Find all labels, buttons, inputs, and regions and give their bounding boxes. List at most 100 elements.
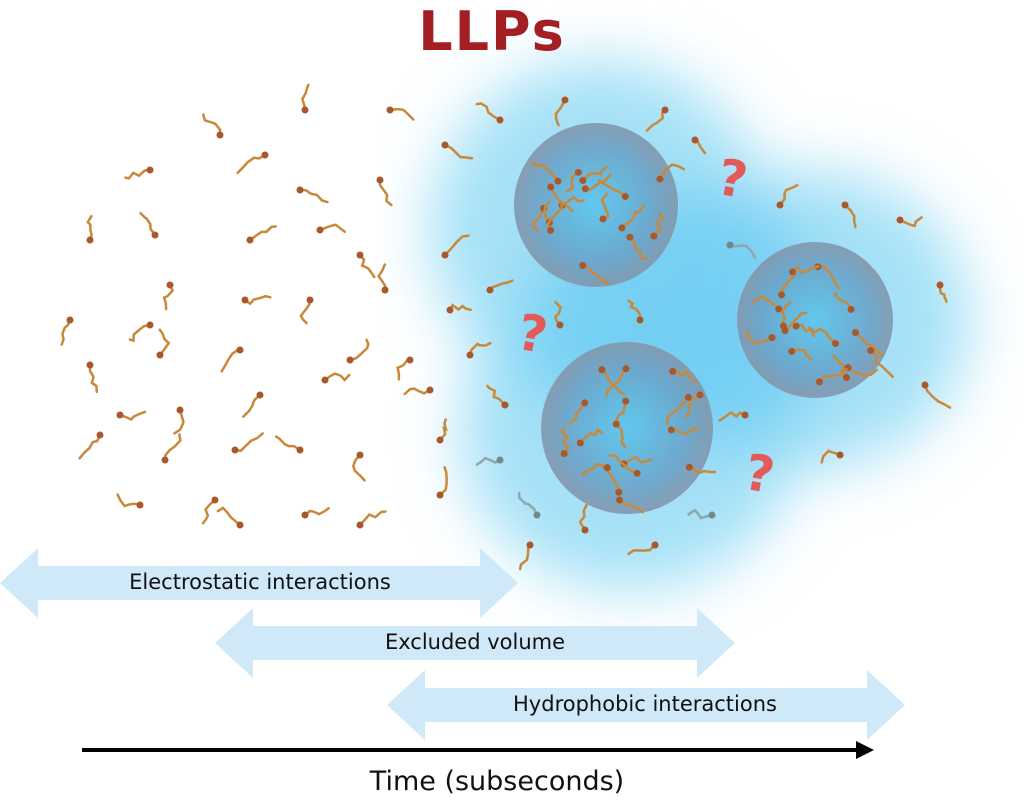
protein-chain xyxy=(530,161,560,183)
protein-chain xyxy=(581,165,608,182)
protein-chain xyxy=(898,216,923,228)
protein-chain xyxy=(816,265,840,290)
protein-chain xyxy=(443,143,474,160)
protein-chain xyxy=(88,363,99,394)
protein-head xyxy=(661,106,669,114)
protein-head xyxy=(526,541,534,549)
protein-chain xyxy=(243,294,272,306)
protein-head xyxy=(618,224,626,232)
protein-head xyxy=(556,321,564,329)
protein-chain xyxy=(158,328,171,357)
protein-molecules xyxy=(60,83,952,571)
protein-chain xyxy=(820,448,842,464)
protein-head xyxy=(296,186,304,194)
protein-head xyxy=(547,183,555,191)
protein-head xyxy=(775,305,783,313)
arrow-electrostatic xyxy=(0,548,518,618)
protein-chain xyxy=(216,506,242,527)
protein-head xyxy=(356,521,364,529)
protein-chain xyxy=(323,372,351,382)
protein-chain xyxy=(579,427,604,445)
protein-head xyxy=(301,511,309,519)
protein-chain xyxy=(475,456,502,466)
protein-chain xyxy=(843,203,857,229)
protein-head xyxy=(836,451,844,459)
protein-chain xyxy=(377,263,387,292)
protein-chain xyxy=(688,465,717,475)
protein-chain xyxy=(248,225,277,242)
protein-chain xyxy=(818,367,848,384)
protein-head xyxy=(561,96,569,104)
protein-chain xyxy=(622,455,653,466)
protein-head xyxy=(256,391,264,399)
protein-head xyxy=(841,201,849,209)
protein-chain xyxy=(475,102,502,122)
protein-head xyxy=(301,106,309,114)
protein-chain xyxy=(745,330,774,345)
protein-head xyxy=(261,151,269,159)
protein-chain xyxy=(468,341,492,357)
protein-head xyxy=(496,116,504,124)
protein-head xyxy=(921,381,929,389)
protein-head xyxy=(116,411,124,419)
protein-head xyxy=(851,328,859,336)
protein-head xyxy=(656,175,664,183)
protein-chain xyxy=(358,510,387,527)
protein-chain xyxy=(618,498,645,514)
protein-head xyxy=(236,346,244,354)
protein-head xyxy=(136,501,144,509)
protein-chain xyxy=(565,171,580,193)
droplet-right xyxy=(737,242,893,398)
protein-chain xyxy=(568,401,587,425)
protein-head xyxy=(296,446,304,454)
protein-chain xyxy=(549,185,574,213)
protein-head xyxy=(86,236,94,244)
protein-chain xyxy=(162,283,175,311)
protein-head xyxy=(726,241,734,249)
protein-head xyxy=(685,463,693,471)
protein-head xyxy=(667,426,675,434)
protein-chain xyxy=(60,318,72,346)
protein-chain xyxy=(790,348,813,361)
protein-head xyxy=(581,526,589,534)
protein-chain xyxy=(448,303,472,312)
protein-chain xyxy=(718,410,747,422)
protein-head xyxy=(441,251,449,259)
protein-head xyxy=(236,521,244,529)
droplet-bottom xyxy=(541,342,713,514)
protein-head xyxy=(599,215,607,223)
protein-chain xyxy=(301,83,310,112)
protein-head xyxy=(533,511,541,519)
protein-head xyxy=(708,511,716,519)
protein-chain xyxy=(752,294,780,311)
protein-head xyxy=(316,226,324,234)
protein-chain xyxy=(783,311,808,332)
protein-head xyxy=(376,176,384,184)
protein-head xyxy=(436,491,444,499)
protein-head xyxy=(211,496,219,504)
protein-head xyxy=(321,376,329,384)
protein-chain xyxy=(600,192,611,221)
protein-head xyxy=(216,131,224,139)
protein-head xyxy=(691,136,699,144)
protein-head xyxy=(696,391,704,399)
protein-head xyxy=(622,365,630,373)
protein-chain xyxy=(605,367,628,397)
protein-chain xyxy=(627,299,642,322)
protein-head xyxy=(146,321,154,329)
protein-chain xyxy=(560,426,571,455)
protein-head xyxy=(741,411,749,419)
protein-head xyxy=(151,231,159,239)
protein-head xyxy=(847,305,855,313)
protein-head xyxy=(156,351,164,359)
protein-chain xyxy=(78,433,102,460)
protein-head xyxy=(406,356,414,364)
protein-head xyxy=(626,233,634,241)
protein-head xyxy=(231,446,239,454)
protein-chain xyxy=(608,454,639,475)
protein-head xyxy=(386,106,394,114)
protein-head xyxy=(166,281,174,289)
protein-head xyxy=(554,177,562,185)
protein-chain xyxy=(869,349,894,379)
protein-chain xyxy=(923,383,952,409)
